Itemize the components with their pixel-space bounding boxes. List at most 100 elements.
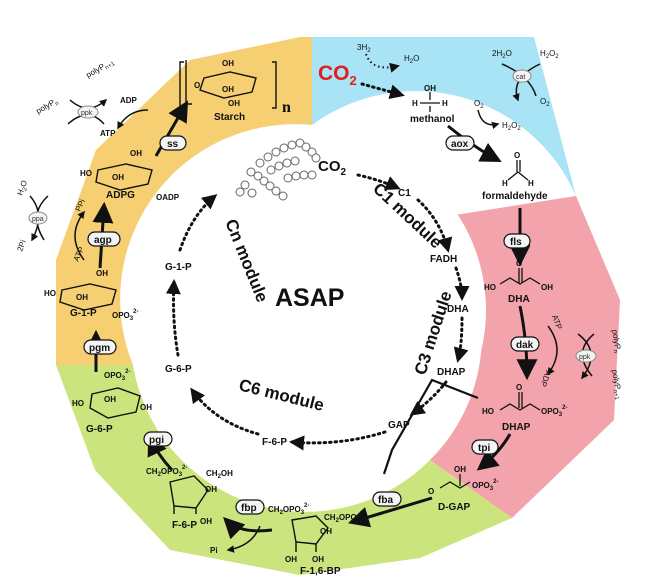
- f16bp-ring: [291, 515, 329, 552]
- agp-enzyme: agp: [87, 231, 121, 247]
- f6p-label: F-6-P: [172, 520, 197, 531]
- ppa-2pi: 2Pi: [15, 239, 27, 253]
- ss-adp: ADP: [120, 96, 138, 105]
- svg-text:cat: cat: [516, 74, 525, 81]
- svg-text:fba: fba: [378, 495, 393, 506]
- dha-oh: OH: [541, 283, 553, 292]
- starch-branch-icon: [235, 138, 321, 201]
- adpg-ho: HO: [80, 169, 92, 178]
- g1p-ring: [59, 283, 117, 311]
- ppk-enzyme-right: ppk: [575, 349, 597, 363]
- dha-ho: HO: [484, 283, 496, 292]
- dgap-o: O: [428, 487, 434, 496]
- polyp-n-left: polyPn: [35, 96, 61, 117]
- gap-to-f16bp-arrow: [347, 496, 433, 528]
- o2-arc: [477, 109, 500, 130]
- methanol-structure: [420, 92, 440, 112]
- dha-label: DHA: [508, 294, 530, 305]
- cat-o2: O2: [540, 97, 550, 108]
- formaldehyde-o: O: [514, 151, 520, 160]
- cycle-arrow-f6p-g6p: [190, 387, 260, 436]
- starch-o: O: [194, 81, 200, 90]
- svg-text:dak: dak: [516, 340, 534, 351]
- f6p-ch2opo3: CH2OPO32-: [146, 465, 187, 478]
- f16bp-oh-2: OH: [312, 555, 324, 564]
- ppk-enzyme-left: ppk: [77, 105, 99, 119]
- c1-module-detail: CO2 3H2 H2O OH H H methanol O2 H2O2 aox: [318, 43, 559, 202]
- dhap-to-gap-arrow: [476, 433, 512, 471]
- asap-title: ASAP: [275, 284, 344, 312]
- dgap-structure: [439, 474, 471, 489]
- g6p-oh-2: OH: [140, 403, 152, 412]
- dhap-o: O: [516, 383, 522, 392]
- cat-enzyme: cat: [512, 69, 532, 83]
- f6p-ch2oh: CH2OH: [206, 469, 233, 480]
- methanol-h-left: H: [412, 99, 418, 108]
- c6-sector: [56, 365, 512, 575]
- inner-g6p-label: G-6-P: [165, 364, 192, 375]
- dak-enzyme: dak: [510, 336, 540, 352]
- dha-o: O: [516, 259, 522, 268]
- starch-label: Starch: [214, 112, 245, 123]
- f16bp-oh-1: OH: [320, 527, 332, 536]
- inner-co2-label: CO2: [318, 158, 347, 178]
- cycle-arrow-dhap-gap: [409, 380, 448, 416]
- fba-enzyme: fba: [372, 491, 402, 507]
- co2-to-methanol-arrow: [360, 82, 405, 100]
- c3-sector: [430, 196, 620, 518]
- f6p-oh-2: OH: [200, 517, 212, 526]
- dha-structure: [499, 268, 541, 285]
- cn-module-detail: pgm OH HO OH OPO32- G-1-P agp ATP PPi pp…: [15, 57, 291, 372]
- dak-cofactor-arc: [547, 325, 558, 376]
- f16bp-to-f6p-arrow: [223, 517, 273, 540]
- ring-sectors: [56, 37, 620, 575]
- g1p-opo3: OPO32-: [112, 309, 138, 322]
- ppa-h2o: H2O: [15, 179, 31, 197]
- cycle-arrow-co2-c1: [356, 173, 401, 190]
- fls-enzyme: fls: [503, 233, 531, 249]
- h2o-product: H2O: [404, 54, 419, 65]
- o2-reagent: O2: [474, 99, 484, 110]
- h2-reagent: 3H2: [357, 43, 371, 54]
- c6-module-detail: fba CH2OPO32- CH2OPO32- OH OH OH F-1,6-B…: [72, 369, 433, 577]
- ss-enzyme: ss: [159, 135, 187, 151]
- co2-input: CO2: [318, 62, 357, 88]
- g6p-opo3: OPO32-: [104, 369, 130, 382]
- dhap-ho: HO: [482, 407, 494, 416]
- cat-2h2o: 2H2O: [492, 49, 512, 60]
- inner-disc: [136, 135, 486, 485]
- starch-oh-top: OH: [222, 59, 234, 68]
- c3-module-detail: fls O HO OH DHA dak ATP ADP ppk polyPn p…: [382, 208, 623, 513]
- g1p-label: G-1-P: [70, 308, 97, 319]
- polyp-n-right: polyPn: [608, 329, 623, 354]
- formaldehyde-h-right: H: [528, 179, 534, 188]
- f6p-ring: [169, 475, 209, 514]
- g1p-oh-top: OH: [96, 269, 108, 278]
- dgap-label: D-GAP: [438, 502, 471, 513]
- adpg-label: ADPG: [106, 190, 135, 201]
- svg-text:ppa: ppa: [32, 216, 44, 223]
- c1-sector: [312, 37, 576, 196]
- svg-text:fbp: fbp: [241, 503, 257, 514]
- fbp-pi: Pi: [210, 546, 218, 555]
- dhap-opo3: OPO32-: [541, 405, 567, 418]
- cycle-arrow-dha-dhap: [453, 316, 469, 363]
- inner-g1p-label: G-1-P: [165, 262, 192, 273]
- tpi-enzyme: tpi: [471, 439, 499, 455]
- adpg-oadp: OADP: [156, 193, 180, 202]
- methanol-oh: OH: [424, 84, 436, 93]
- svg-text:ss: ss: [167, 139, 179, 150]
- adpg-ring: [95, 163, 153, 191]
- polyp-n1-left: polyPn+1: [85, 57, 117, 82]
- cycle-arrow-gap-f6p: [289, 430, 387, 451]
- svg-text:ppk: ppk: [81, 110, 93, 117]
- starch-n: n: [282, 99, 291, 116]
- f16bp-ch2opo3-right: CH2OPO32-: [324, 511, 365, 524]
- svg-text:aox: aox: [451, 139, 469, 150]
- svg-text:pgi: pgi: [149, 435, 164, 446]
- methanol-label: methanol: [410, 114, 455, 125]
- g6p-label: G-6-P: [86, 424, 113, 435]
- svg-text:pgm: pgm: [89, 343, 110, 354]
- inner-c1-label: C1: [398, 188, 411, 199]
